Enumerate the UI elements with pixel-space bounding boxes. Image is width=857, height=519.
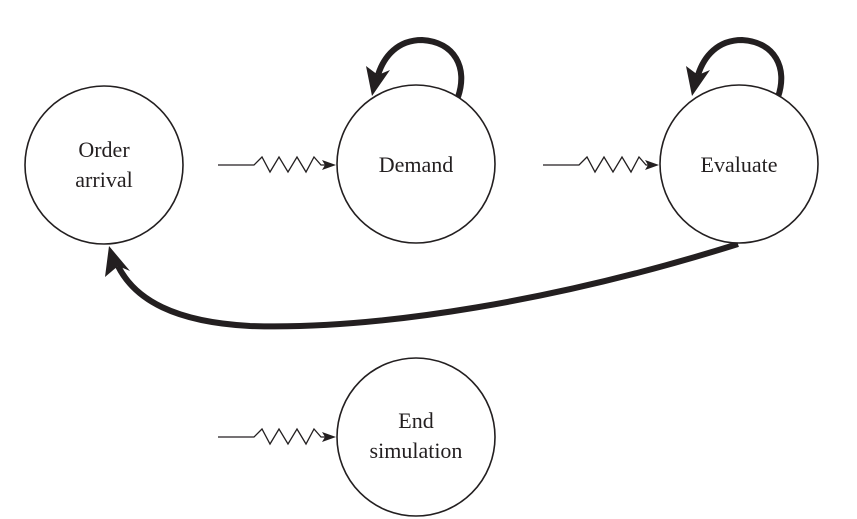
order-arrival-circle [24,85,184,245]
edge-demand-self-loop [366,36,465,98]
schedule-evaluate-arrowhead [645,160,659,170]
node-demand: Demand [336,84,496,244]
order-arrival-arrowhead [105,246,130,277]
edge-schedule-end-simulation [218,427,336,446]
schedule-end-simulation-zigzag [218,427,328,446]
evaluate-label: Evaluate [701,152,778,177]
edge-schedule-demand [218,155,336,174]
order-arrival-label-line-2: arrival [75,167,132,192]
demand-label: Demand [379,152,454,177]
demand-circle [336,84,496,244]
end-simulation-label-line-1: End [398,408,433,433]
edge-evaluate-to-order-arrival [105,241,739,330]
demand-self-loop-arc [375,36,465,98]
evaluate-self-loop-arrowhead [686,66,710,96]
evaluate-circle [659,84,819,244]
end-simulation-label-line-2: simulation [370,438,463,463]
evaluate-to-order-arrival-arc [115,241,739,330]
evaluate-self-loop-arc [695,36,785,98]
order-arrival-label-line-1: Order [78,137,130,162]
edge-evaluate-self-loop [686,36,785,98]
schedule-demand-arrowhead [322,160,336,170]
schedule-evaluate-zigzag [543,155,651,174]
edge-schedule-evaluate [543,155,659,174]
node-order-arrival: Order arrival [24,85,184,245]
schedule-demand-zigzag [218,155,328,174]
end-simulation-circle [336,357,496,517]
node-evaluate: Evaluate [659,84,819,244]
demand-self-loop-arrowhead [366,66,390,96]
node-end-simulation: End simulation [336,357,496,517]
schedule-end-simulation-arrowhead [322,432,336,442]
